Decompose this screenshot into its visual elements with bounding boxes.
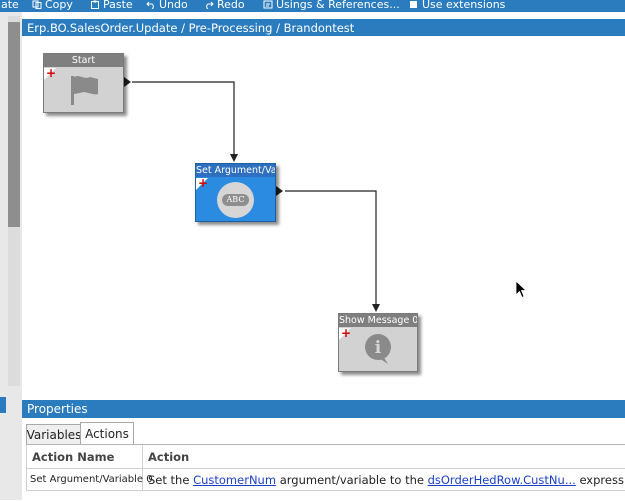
toolbar: ate Copy Paste Undo Redo Usings & Refere… xyxy=(0,0,625,12)
output-port[interactable] xyxy=(124,77,131,87)
node-corner xyxy=(339,328,351,340)
tab-variables[interactable]: Variables xyxy=(26,424,82,445)
info-bubble-icon: i xyxy=(365,334,391,364)
toolbar-copy-button[interactable]: Copy xyxy=(32,0,73,12)
column-header-action-name[interactable]: Action Name xyxy=(32,450,115,464)
connector-set-to-show xyxy=(285,190,377,306)
expression-link[interactable]: dsOrderHedRow.CustNu... xyxy=(427,473,576,487)
abc-icon: ABC xyxy=(217,182,254,218)
customer-num-link[interactable]: CustomerNum xyxy=(193,473,277,487)
left-panel-tab[interactable] xyxy=(0,397,6,413)
usings-icon xyxy=(263,0,273,9)
output-port[interactable] xyxy=(276,186,283,196)
node-corner xyxy=(44,68,56,80)
add-icon[interactable]: + xyxy=(46,66,57,80)
flag-icon xyxy=(71,76,98,105)
table-divider xyxy=(26,468,625,469)
toolbar-use-extensions-toggle[interactable]: Use extensions xyxy=(409,0,505,12)
table-divider xyxy=(26,490,625,491)
add-icon[interactable]: + xyxy=(198,176,209,190)
copy-icon xyxy=(32,0,42,9)
redo-icon xyxy=(206,1,214,9)
column-header-action[interactable]: Action xyxy=(148,450,190,464)
node-show-message[interactable]: Show Message 0 + i xyxy=(338,313,418,372)
breadcrumb: Erp.BO.SalesOrder.Update / Pre-Processin… xyxy=(27,21,355,35)
left-scrollbar-thumb[interactable] xyxy=(8,22,20,227)
mouse-cursor-icon xyxy=(515,280,527,299)
properties-title: Properties xyxy=(27,402,88,416)
node-corner xyxy=(196,178,208,190)
actions-table xyxy=(26,444,625,501)
toolbar-paste-button[interactable]: Paste xyxy=(90,0,133,12)
node-start[interactable]: Start + xyxy=(43,53,124,113)
node-title: Show Message 0 xyxy=(339,314,417,327)
undo-icon xyxy=(146,1,154,9)
checkbox-icon xyxy=(410,1,417,8)
toolbar-usings-references-button[interactable]: Usings & References... xyxy=(263,0,400,12)
column-divider xyxy=(142,445,143,491)
toolbar-redo-button[interactable]: Redo xyxy=(204,0,245,12)
arrow-head xyxy=(372,304,380,312)
add-icon[interactable]: + xyxy=(341,326,352,340)
arrow-head xyxy=(230,154,238,162)
table-left-border xyxy=(26,445,27,491)
canvas-breadcrumb-bar: Erp.BO.SalesOrder.Update / Pre-Processin… xyxy=(22,19,625,36)
toolbar-update-button[interactable]: ate xyxy=(1,0,19,11)
properties-header: Properties xyxy=(22,400,625,418)
toolbar-undo-button[interactable]: Undo xyxy=(146,0,188,12)
tab-actions[interactable]: Actions xyxy=(80,422,134,445)
paste-icon xyxy=(91,0,99,9)
row-action-description: Set the CustomerNum argument/variable to… xyxy=(148,473,625,487)
row-action-name[interactable]: Set Argument/Variable 0 xyxy=(30,474,153,485)
node-title: Start xyxy=(44,54,123,67)
connector-start-to-set xyxy=(132,81,235,156)
svg-text:i: i xyxy=(375,338,382,358)
node-title: Set Argument/Vari xyxy=(196,164,275,177)
node-set-argument[interactable]: Set Argument/Vari + ABC xyxy=(195,163,276,222)
